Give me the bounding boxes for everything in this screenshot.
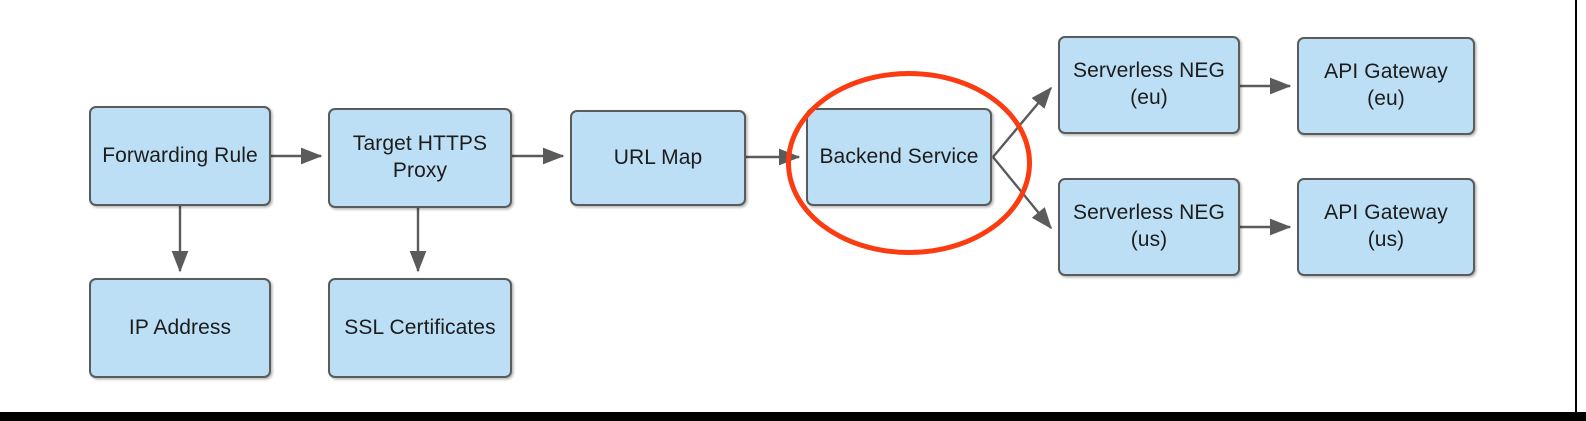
connector-backend-service-to-serverless-neg-us	[992, 156, 1052, 230]
node-url-map[interactable]: URL Map	[570, 110, 746, 206]
connector-backend-service-to-serverless-neg-eu	[992, 86, 1052, 158]
node-label: Forwarding Rule	[102, 143, 258, 167]
node-label: URL Map	[613, 145, 703, 169]
node-ip-address[interactable]: IP Address	[89, 278, 271, 378]
node-label: SSL Certificates	[344, 315, 496, 339]
node-ssl-certificates[interactable]: SSL Certificates	[328, 278, 512, 378]
node-label: Target HTTPS Proxy	[352, 132, 488, 182]
node-target-https-proxy[interactable]: Target HTTPS Proxy	[328, 108, 512, 208]
node-label: API Gateway (us)	[1324, 201, 1448, 251]
node-api-gateway-eu[interactable]: API Gateway (eu)	[1297, 37, 1475, 135]
node-label: Backend Service	[819, 144, 979, 168]
node-backend-service[interactable]: Backend Service	[806, 108, 992, 206]
node-api-gateway-us[interactable]: API Gateway (us)	[1297, 178, 1475, 276]
node-forwarding-rule[interactable]: Forwarding Rule	[89, 106, 271, 206]
node-label: Serverless NEG (us)	[1073, 201, 1225, 251]
node-label: API Gateway (eu)	[1324, 60, 1448, 110]
node-serverless-neg-us[interactable]: Serverless NEG (us)	[1058, 178, 1240, 276]
node-serverless-neg-eu[interactable]: Serverless NEG (eu)	[1058, 36, 1240, 134]
node-label: Serverless NEG (eu)	[1073, 59, 1225, 109]
bottom-edge-bar	[0, 412, 1586, 421]
node-label: IP Address	[128, 315, 232, 339]
right-edge-rule	[1575, 0, 1577, 412]
